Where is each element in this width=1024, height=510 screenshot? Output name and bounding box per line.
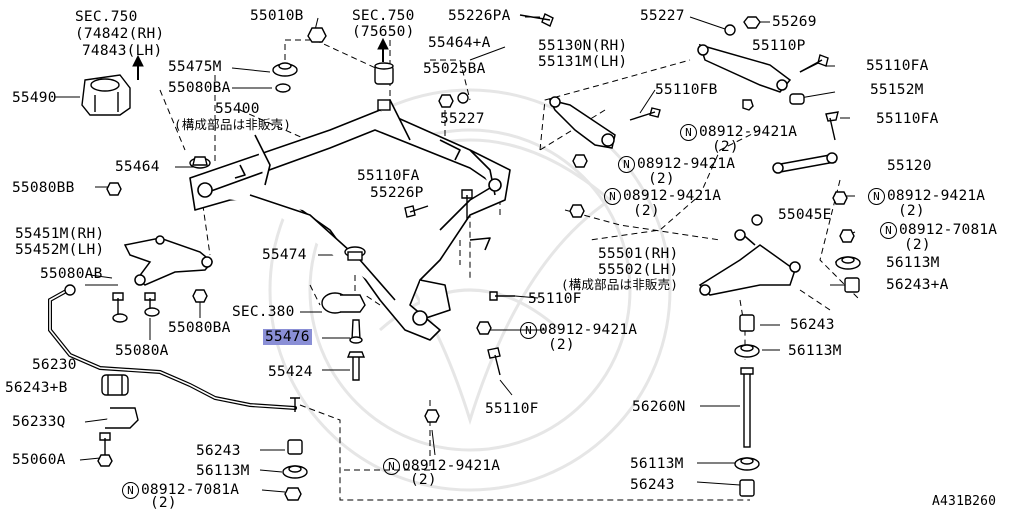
- label-55476[interactable]: 55476: [263, 329, 312, 345]
- label-56233Q: 56233Q: [12, 414, 66, 430]
- label-55227-mid: 55227: [440, 111, 485, 127]
- label-55130N: 55130N(RH): [538, 38, 628, 54]
- label-56230: 56230: [32, 357, 77, 373]
- label-55474: 55474: [262, 247, 307, 263]
- part-number-text: 08912-9421A: [402, 458, 501, 474]
- part-number-text: 08912-9421A: [887, 188, 986, 204]
- label-55110FA-1: 55110FA: [866, 58, 929, 74]
- diagram-code: A431B260: [932, 494, 997, 509]
- label-56243A: 56243+A: [886, 277, 949, 293]
- label-74842: (74842(RH): [75, 26, 165, 42]
- label-56113M-bottom: 56113M: [196, 463, 250, 479]
- label-qty-3: (2): [633, 203, 660, 219]
- label-sec380: SEC.380: [232, 304, 295, 320]
- label-55451M: 55451M(RH): [15, 226, 105, 242]
- label-55110FB: 55110FB: [655, 82, 718, 98]
- label-55226PA: 55226PA: [448, 8, 511, 24]
- label-55120: 55120: [887, 158, 932, 174]
- label-55110F-2: 55110F: [485, 401, 539, 417]
- label-55045E: 55045E: [778, 207, 832, 223]
- label-55226P: 55226P: [370, 185, 424, 201]
- label-55152M: 55152M: [870, 82, 924, 98]
- label-56113M-right-3: 56113M: [630, 456, 684, 472]
- label-55400: 55400: [215, 101, 260, 117]
- stabilizer-bar-core: [49, 289, 296, 409]
- label-55060A: 55060A: [12, 452, 66, 468]
- label-56113M-right-2: 56113M: [788, 343, 842, 359]
- label-qty-2: (2): [648, 171, 675, 187]
- label-55490: 55490: [12, 90, 57, 106]
- label-56243-right-3: 56243: [630, 477, 675, 493]
- watermark-emblem: [268, 88, 672, 492]
- part-number-text: 08912-9421A: [539, 322, 638, 338]
- label-55501: 55501(RH): [598, 246, 679, 262]
- label-qty-7081-right: (2): [904, 237, 931, 253]
- part-number-text: 08912-7081A: [899, 222, 998, 238]
- label-55475M: 55475M: [168, 59, 222, 75]
- arm-55130N: [548, 96, 616, 149]
- label-55502-note: (構成部品は非販売): [561, 277, 679, 292]
- part-number-text: 08912-9421A: [699, 124, 798, 140]
- label-55110P: 55110P: [752, 38, 806, 54]
- label-55502: 55502(LH): [598, 262, 679, 278]
- label-55010B: 55010B: [250, 8, 304, 24]
- label-55131M: 55131M(LH): [538, 54, 628, 70]
- label-55080BA-left: 55080BA: [168, 320, 231, 336]
- label-56260N: 56260N: [632, 399, 686, 415]
- arm-55501: [698, 229, 801, 296]
- label-55080A: 55080A: [115, 343, 169, 359]
- part-number-text: 08912-7081A: [141, 482, 240, 498]
- label-55025BA: 55025BA: [423, 61, 486, 77]
- label-55464: 55464: [115, 159, 160, 175]
- label-55464A: 55464+A: [428, 35, 491, 51]
- label-55110F-1: 55110F: [528, 291, 582, 307]
- label-55400-note: (構成部品は非販売): [174, 117, 292, 132]
- label-qty-5: (2): [548, 337, 575, 353]
- label-55452M: 55452M(LH): [15, 242, 105, 258]
- label-qty-4: (2): [898, 203, 925, 219]
- label-75650: (75650): [352, 24, 415, 40]
- arm-55451M: [123, 235, 214, 286]
- label-55110FA-3: 55110FA: [357, 168, 420, 184]
- label-56243-bottom: 56243: [196, 443, 241, 459]
- label-55080BA-top: 55080BA: [168, 80, 231, 96]
- label-qty-6: (2): [410, 472, 437, 488]
- label-56113M-right-1: 56113M: [886, 255, 940, 271]
- label-sec750-mid: SEC.750: [352, 8, 415, 24]
- small-parts: [64, 13, 861, 501]
- label-74843: 74843(LH): [82, 43, 163, 59]
- label-56243B: 56243+B: [5, 380, 68, 396]
- label-qty-1: (2): [712, 139, 739, 155]
- label-55269: 55269: [772, 14, 817, 30]
- label-56243-right: 56243: [790, 317, 835, 333]
- label-55424: 55424: [268, 364, 313, 380]
- label-55080AB: 55080AB: [40, 266, 103, 282]
- label-qty-7081-bottom: (2): [150, 495, 177, 510]
- label-sec750-left: SEC.750: [75, 9, 138, 25]
- label-55110FA-2: 55110FA: [876, 111, 939, 127]
- part-number-text: 08912-9421A: [637, 156, 736, 172]
- part-number-text: 08912-9421A: [623, 188, 722, 204]
- highlighted-part-number[interactable]: 55476: [263, 329, 312, 345]
- label-55080BB: 55080BB: [12, 180, 75, 196]
- label-55227-top: 55227: [640, 8, 685, 24]
- link-55120: [772, 152, 838, 174]
- crossmember-55400: [189, 99, 511, 341]
- section-arrows: [132, 37, 389, 80]
